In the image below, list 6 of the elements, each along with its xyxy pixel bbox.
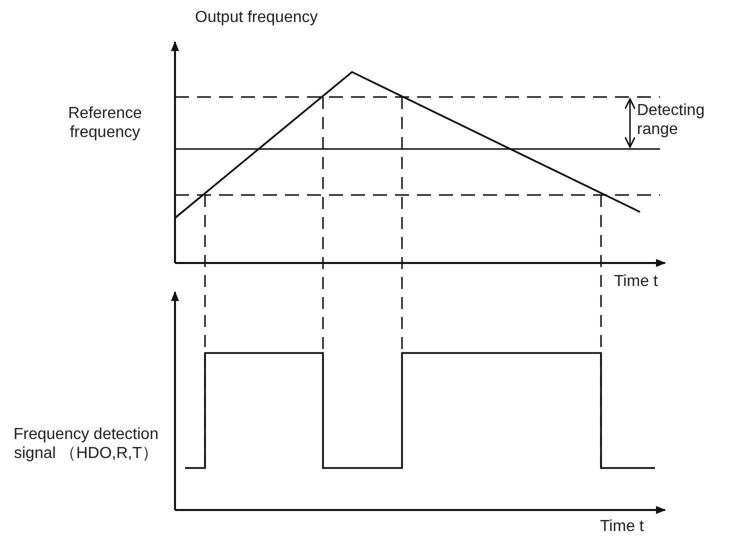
signal-label: Frequency detection signal （HDO,R,T）: [12, 425, 160, 463]
range-label: Detecting range: [637, 101, 706, 139]
axis-title: Output frequency: [195, 8, 319, 27]
axis-title: Time t: [600, 517, 645, 536]
reference-label: Reference frequency: [67, 104, 143, 142]
axis-title: Time t: [614, 272, 659, 291]
